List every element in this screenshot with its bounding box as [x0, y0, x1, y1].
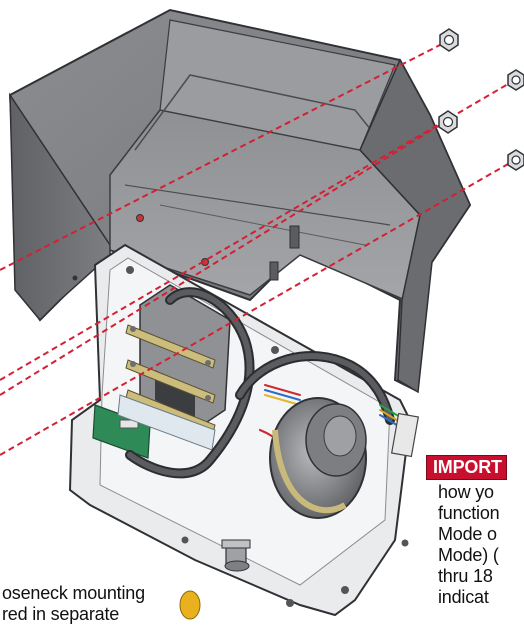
strap-screw — [205, 395, 211, 401]
housing-right-wall — [359, 58, 471, 394]
note-line: Mode) ( — [438, 545, 499, 565]
screw-hole — [181, 536, 189, 544]
note-line: indicat — [438, 587, 489, 607]
knob-icon — [179, 539, 251, 620]
strap-screw — [130, 361, 136, 367]
housing-rib — [159, 204, 366, 246]
housing-rib — [124, 184, 391, 226]
wire-connector — [390, 412, 420, 458]
alignment-lines — [0, 44, 516, 456]
note-line: thru 18 — [438, 566, 493, 586]
mounting-post — [269, 261, 279, 281]
caption-line: red in separate — [2, 604, 120, 624]
screw-hole — [286, 599, 294, 607]
hex-nut-icon — [507, 149, 524, 171]
screw-hole — [401, 539, 409, 547]
strap-screw — [130, 326, 136, 332]
important-note: IMPORT how yo function Mode o Mode) ( th… — [426, 455, 507, 608]
hex-nut-icon — [507, 69, 524, 91]
mounting-hole — [136, 214, 144, 222]
housing-back-wall — [159, 19, 396, 151]
note-line: how yo — [438, 482, 494, 502]
mounting-caption: oseneck mounting red in separate — [2, 583, 145, 625]
screw-hole — [271, 346, 279, 354]
hex-nut-icon — [439, 28, 459, 52]
speaker-cap — [323, 415, 357, 457]
screw-hole — [126, 266, 134, 274]
pcb-connector — [119, 419, 139, 429]
caption-line: oseneck mounting — [2, 583, 145, 603]
mounting-post — [289, 225, 300, 249]
yellow-cap — [179, 590, 201, 620]
mounting-hole — [72, 275, 78, 281]
important-badge: IMPORT — [426, 455, 507, 480]
note-line: function — [438, 503, 500, 523]
speaker-cone — [272, 429, 347, 514]
strap-screw — [205, 360, 211, 366]
note-line: Mode o — [438, 524, 497, 544]
screw-hole — [341, 586, 349, 594]
housing-cover — [8, 8, 472, 394]
speaker-icon — [269, 397, 367, 519]
hex-nut-icon — [438, 110, 458, 134]
